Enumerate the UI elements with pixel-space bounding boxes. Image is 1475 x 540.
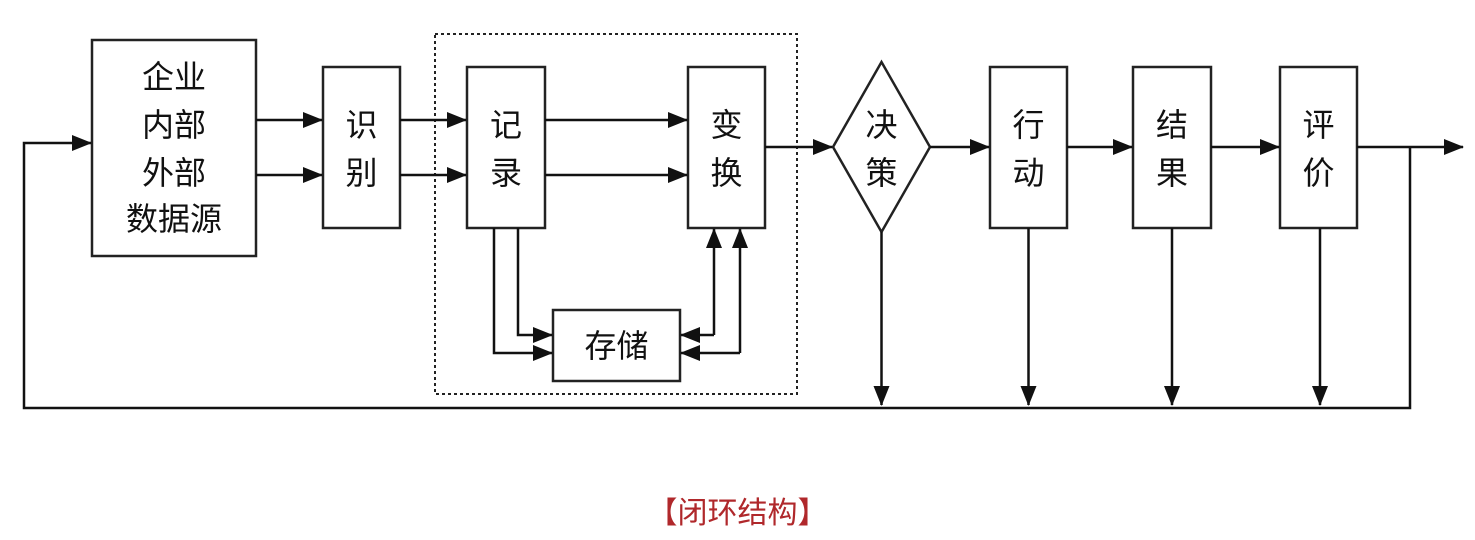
node-transform: 变 换 <box>686 65 767 230</box>
node-action: 行 动 <box>988 65 1069 230</box>
action-label-1: 行 <box>1012 106 1044 144</box>
edge-record-storage-1 <box>516 228 553 343</box>
result-box <box>1131 65 1213 230</box>
source-label-4: 数据源 <box>126 200 222 238</box>
node-decision: 决 策 <box>831 59 932 235</box>
storage-box <box>551 308 682 383</box>
transform-label-2: 换 <box>710 154 742 192</box>
transform-box <box>686 65 767 230</box>
result-label-2: 果 <box>1156 154 1188 192</box>
transform-label-1: 变 <box>710 106 742 144</box>
decision-diamond <box>831 59 932 235</box>
record-label-2: 录 <box>490 154 522 192</box>
action-box <box>988 65 1069 230</box>
feedback-bus <box>22 135 1412 410</box>
identify-label-1: 识 <box>345 106 377 144</box>
decision-label-1: 决 <box>865 106 897 144</box>
storage-label: 存储 <box>584 327 648 365</box>
record-box <box>465 65 547 230</box>
evaluate-label-2: 价 <box>1302 154 1334 192</box>
edge-record-storage-2 <box>492 228 553 361</box>
node-result: 结 果 <box>1131 65 1213 230</box>
decision-label-2: 策 <box>865 154 897 192</box>
evaluate-box <box>1278 65 1359 230</box>
action-label-2: 动 <box>1012 154 1044 192</box>
result-label-1: 结 <box>1156 106 1188 144</box>
source-label-3: 外部 <box>142 154 206 192</box>
processing-group-border <box>434 33 798 395</box>
source-label-2: 内部 <box>142 106 206 144</box>
identify-box <box>321 65 402 230</box>
node-record: 记 录 <box>465 65 547 230</box>
node-source: 企业 内部 外部 数据源 <box>90 38 258 258</box>
node-identify: 识 别 <box>321 65 402 230</box>
record-label-1: 记 <box>490 106 522 144</box>
evaluate-label-1: 评 <box>1302 106 1334 144</box>
node-storage: 存储 <box>551 308 682 383</box>
identify-label-2: 别 <box>345 154 377 192</box>
diagram-caption: 【闭环结构】 <box>647 496 828 531</box>
node-evaluate: 评 价 <box>1278 65 1359 230</box>
source-box <box>90 38 258 258</box>
source-label-1: 企业 <box>142 58 206 96</box>
